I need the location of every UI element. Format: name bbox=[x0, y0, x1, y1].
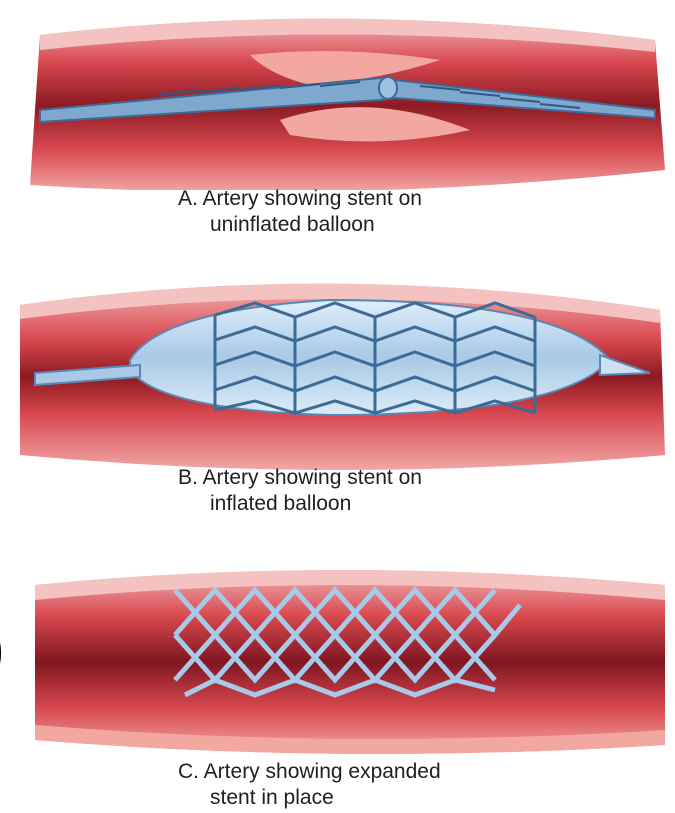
balloon-tip bbox=[379, 77, 397, 99]
artery-inflated-balloon-illustration bbox=[0, 255, 675, 470]
caption-c: C. Artery showing expanded stent in plac… bbox=[178, 759, 441, 811]
caption-b: B. Artery showing stent on inflated ball… bbox=[178, 465, 422, 517]
panel-a: A. Artery showing stent on uninflated ba… bbox=[0, 0, 675, 245]
artery-expanded-stent-illustration bbox=[0, 545, 675, 760]
panel-c: C. Artery showing expanded stent in plac… bbox=[0, 545, 675, 813]
panel-b: B. Artery showing stent on inflated ball… bbox=[0, 255, 675, 520]
cropped-parenthesis-fragment bbox=[0, 608, 12, 698]
caption-a: A. Artery showing stent on uninflated ba… bbox=[178, 186, 422, 238]
artery-uninflated-balloon-illustration bbox=[0, 0, 675, 190]
